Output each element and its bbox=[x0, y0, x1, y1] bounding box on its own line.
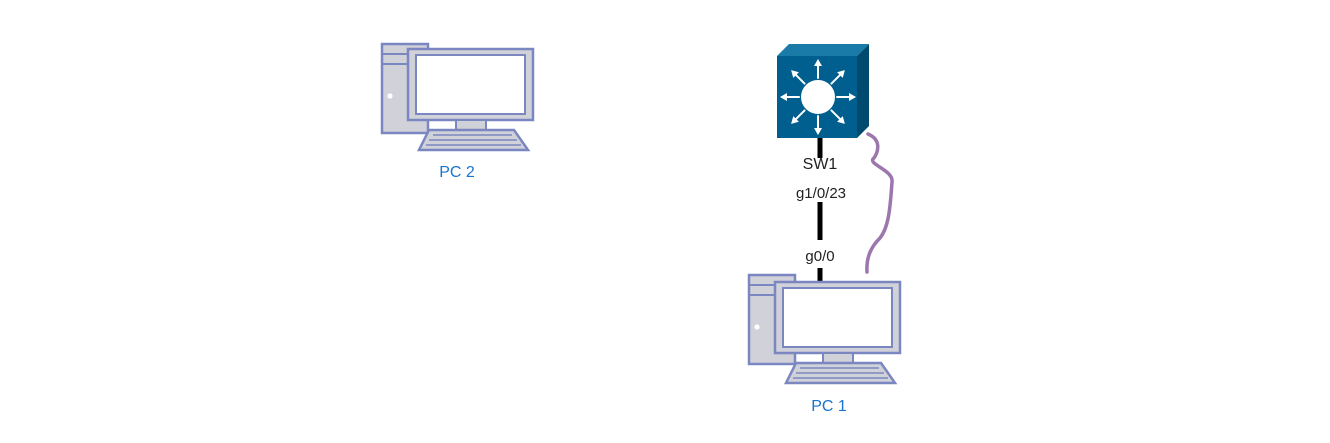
pc2-label: PC 2 bbox=[439, 164, 475, 181]
switch-arrow-head bbox=[837, 116, 845, 124]
desktop-pc-icon bbox=[747, 273, 902, 385]
pc2-node[interactable]: PC 2 bbox=[380, 42, 535, 181]
switch-arrow-head bbox=[791, 70, 799, 78]
pc1-node[interactable]: PC 1 bbox=[747, 273, 902, 415]
switch-arrow-head bbox=[791, 116, 799, 124]
sw1-port-label: g1/0/23 bbox=[796, 185, 846, 202]
pc1-port-label: g0/0 bbox=[805, 248, 834, 265]
switch-arrow-head bbox=[849, 93, 856, 101]
pc1-label: PC 1 bbox=[811, 398, 847, 415]
switch-arrow-head bbox=[814, 59, 822, 66]
switch-arrow-head bbox=[780, 93, 787, 101]
switch-arrow-head bbox=[814, 128, 822, 135]
console-cable-link bbox=[865, 132, 894, 274]
sw1-label: SW1 bbox=[803, 156, 838, 173]
switch-arrow-head bbox=[837, 70, 845, 78]
sw1-node[interactable]: SW1 bbox=[777, 44, 869, 173]
desktop-pc-icon bbox=[380, 42, 535, 152]
layer3-switch-icon bbox=[777, 44, 869, 138]
